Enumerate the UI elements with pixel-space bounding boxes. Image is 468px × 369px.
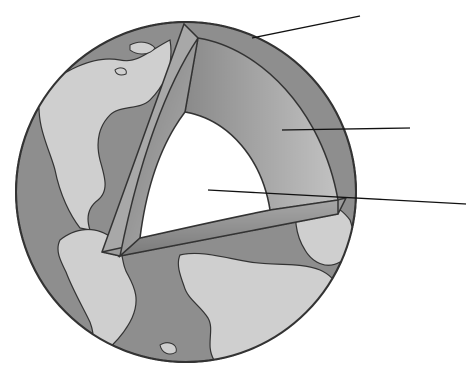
crust-pointer-line: [252, 16, 360, 38]
